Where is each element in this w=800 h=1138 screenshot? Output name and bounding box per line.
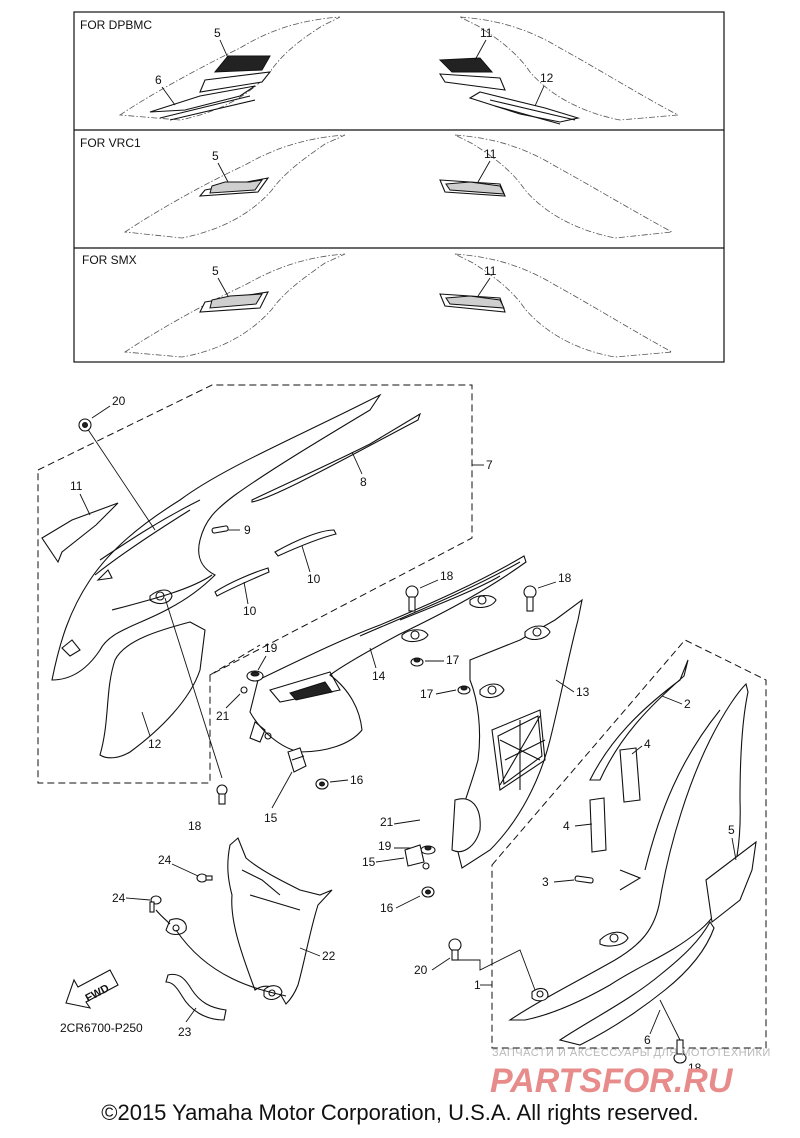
callout-11: 11	[484, 264, 497, 278]
callout-7: 7	[486, 458, 493, 472]
assembly-1-boundary	[491, 639, 767, 1049]
side-cover-left: 11 12	[41, 393, 382, 779]
callout-5: 5	[212, 149, 219, 163]
callout-6: 6	[644, 1033, 651, 1047]
box-title: FOR SMX	[82, 253, 137, 267]
callout-5: 5	[214, 26, 221, 40]
callout-12: 12	[540, 71, 554, 85]
callout-13: 13	[576, 685, 590, 699]
fasteners-left: 19 21 15 16	[216, 641, 364, 825]
under-cover-22: 22 23 24 24	[112, 837, 336, 1039]
callout-5: 5	[212, 264, 219, 278]
callout-18: 18	[188, 819, 202, 833]
box-title: FOR DPBMC	[80, 18, 152, 32]
callout-16: 16	[380, 901, 394, 915]
bolt-20-upper: 20	[78, 394, 126, 432]
callout-10: 10	[307, 572, 321, 586]
callout-23: 23	[178, 1025, 192, 1039]
watermark-logo: PARTSFOR.RU	[490, 1062, 734, 1100]
callout-18: 18	[688, 1061, 702, 1075]
callout-15: 15	[362, 855, 376, 869]
callout-3: 3	[542, 875, 549, 889]
box-smx: FOR SMX 5 11	[82, 253, 674, 358]
callout-21: 21	[216, 709, 230, 723]
inner-panel-14: 14	[249, 555, 527, 753]
callout-14: 14	[372, 669, 386, 683]
callout-20: 20	[112, 394, 126, 408]
bolt-18-right: 18	[523, 571, 572, 612]
callout-8: 8	[360, 475, 367, 489]
fwd-arrow: FWD	[65, 969, 119, 1009]
grommet-17-lower: 17	[420, 685, 471, 701]
callout-19: 19	[378, 839, 392, 853]
callout-20: 20	[414, 963, 428, 977]
fasteners-right: 19 21 15 16	[362, 815, 436, 915]
box-dpbmc: FOR DPBMC 5 6 11 12	[80, 16, 680, 125]
callout-21: 21	[380, 815, 394, 829]
assembly-7-boundary	[37, 384, 473, 784]
copyright: ©2015 Yamaha Motor Corporation, U.S.A. A…	[101, 1100, 699, 1125]
decals-8-10: 8 10 10 9	[211, 412, 421, 618]
callout-6: 6	[155, 73, 162, 87]
callout-12: 12	[148, 737, 162, 751]
callout-10: 10	[243, 604, 257, 618]
callout-11: 11	[484, 147, 497, 161]
grommet-17-upper: 17	[410, 653, 460, 667]
watermark-text: ЗАПЧАСТИ И АКСЕССУАРЫ ДЛЯ МОТОТЕХНИКИ	[492, 1047, 771, 1059]
callout-24: 24	[112, 891, 126, 905]
callout-15: 15	[264, 811, 278, 825]
callout-4: 4	[644, 737, 651, 751]
bolt-18-left: 18	[188, 784, 228, 833]
bolt-18-middle: 18	[405, 569, 454, 612]
callout-1: 1	[474, 978, 481, 992]
callout-5: 5	[728, 823, 735, 837]
callout-4: 4	[563, 819, 570, 833]
callout-18: 18	[558, 571, 572, 585]
callout-17: 17	[446, 653, 460, 667]
box-title: FOR VRC1	[80, 136, 141, 150]
callout-11: 11	[70, 479, 83, 493]
box-vrc1: FOR VRC1 5 11	[80, 134, 674, 239]
callout-17: 17	[420, 687, 434, 701]
callout-19: 19	[264, 641, 278, 655]
bracket-13: 13	[451, 598, 590, 869]
bolt-18-bottom: 18	[659, 999, 702, 1075]
callout-11: 11	[480, 26, 493, 40]
side-cover-right: 6 5 2 4 4 3	[508, 659, 757, 1047]
assembly-middle-boundary	[209, 644, 261, 676]
callout-22: 22	[322, 949, 336, 963]
callout-24: 24	[158, 853, 172, 867]
variant-boxes: FOR DPBMC 5 6 11 12 FOR VRC1	[73, 11, 725, 363]
bolt-20-right: 20	[414, 938, 536, 991]
callout-16: 16	[350, 773, 364, 787]
callout-2: 2	[684, 697, 691, 711]
callout-9: 9	[244, 523, 251, 537]
diagram-ref: 2CR6700-P250	[60, 1021, 143, 1035]
callout-18: 18	[440, 569, 454, 583]
